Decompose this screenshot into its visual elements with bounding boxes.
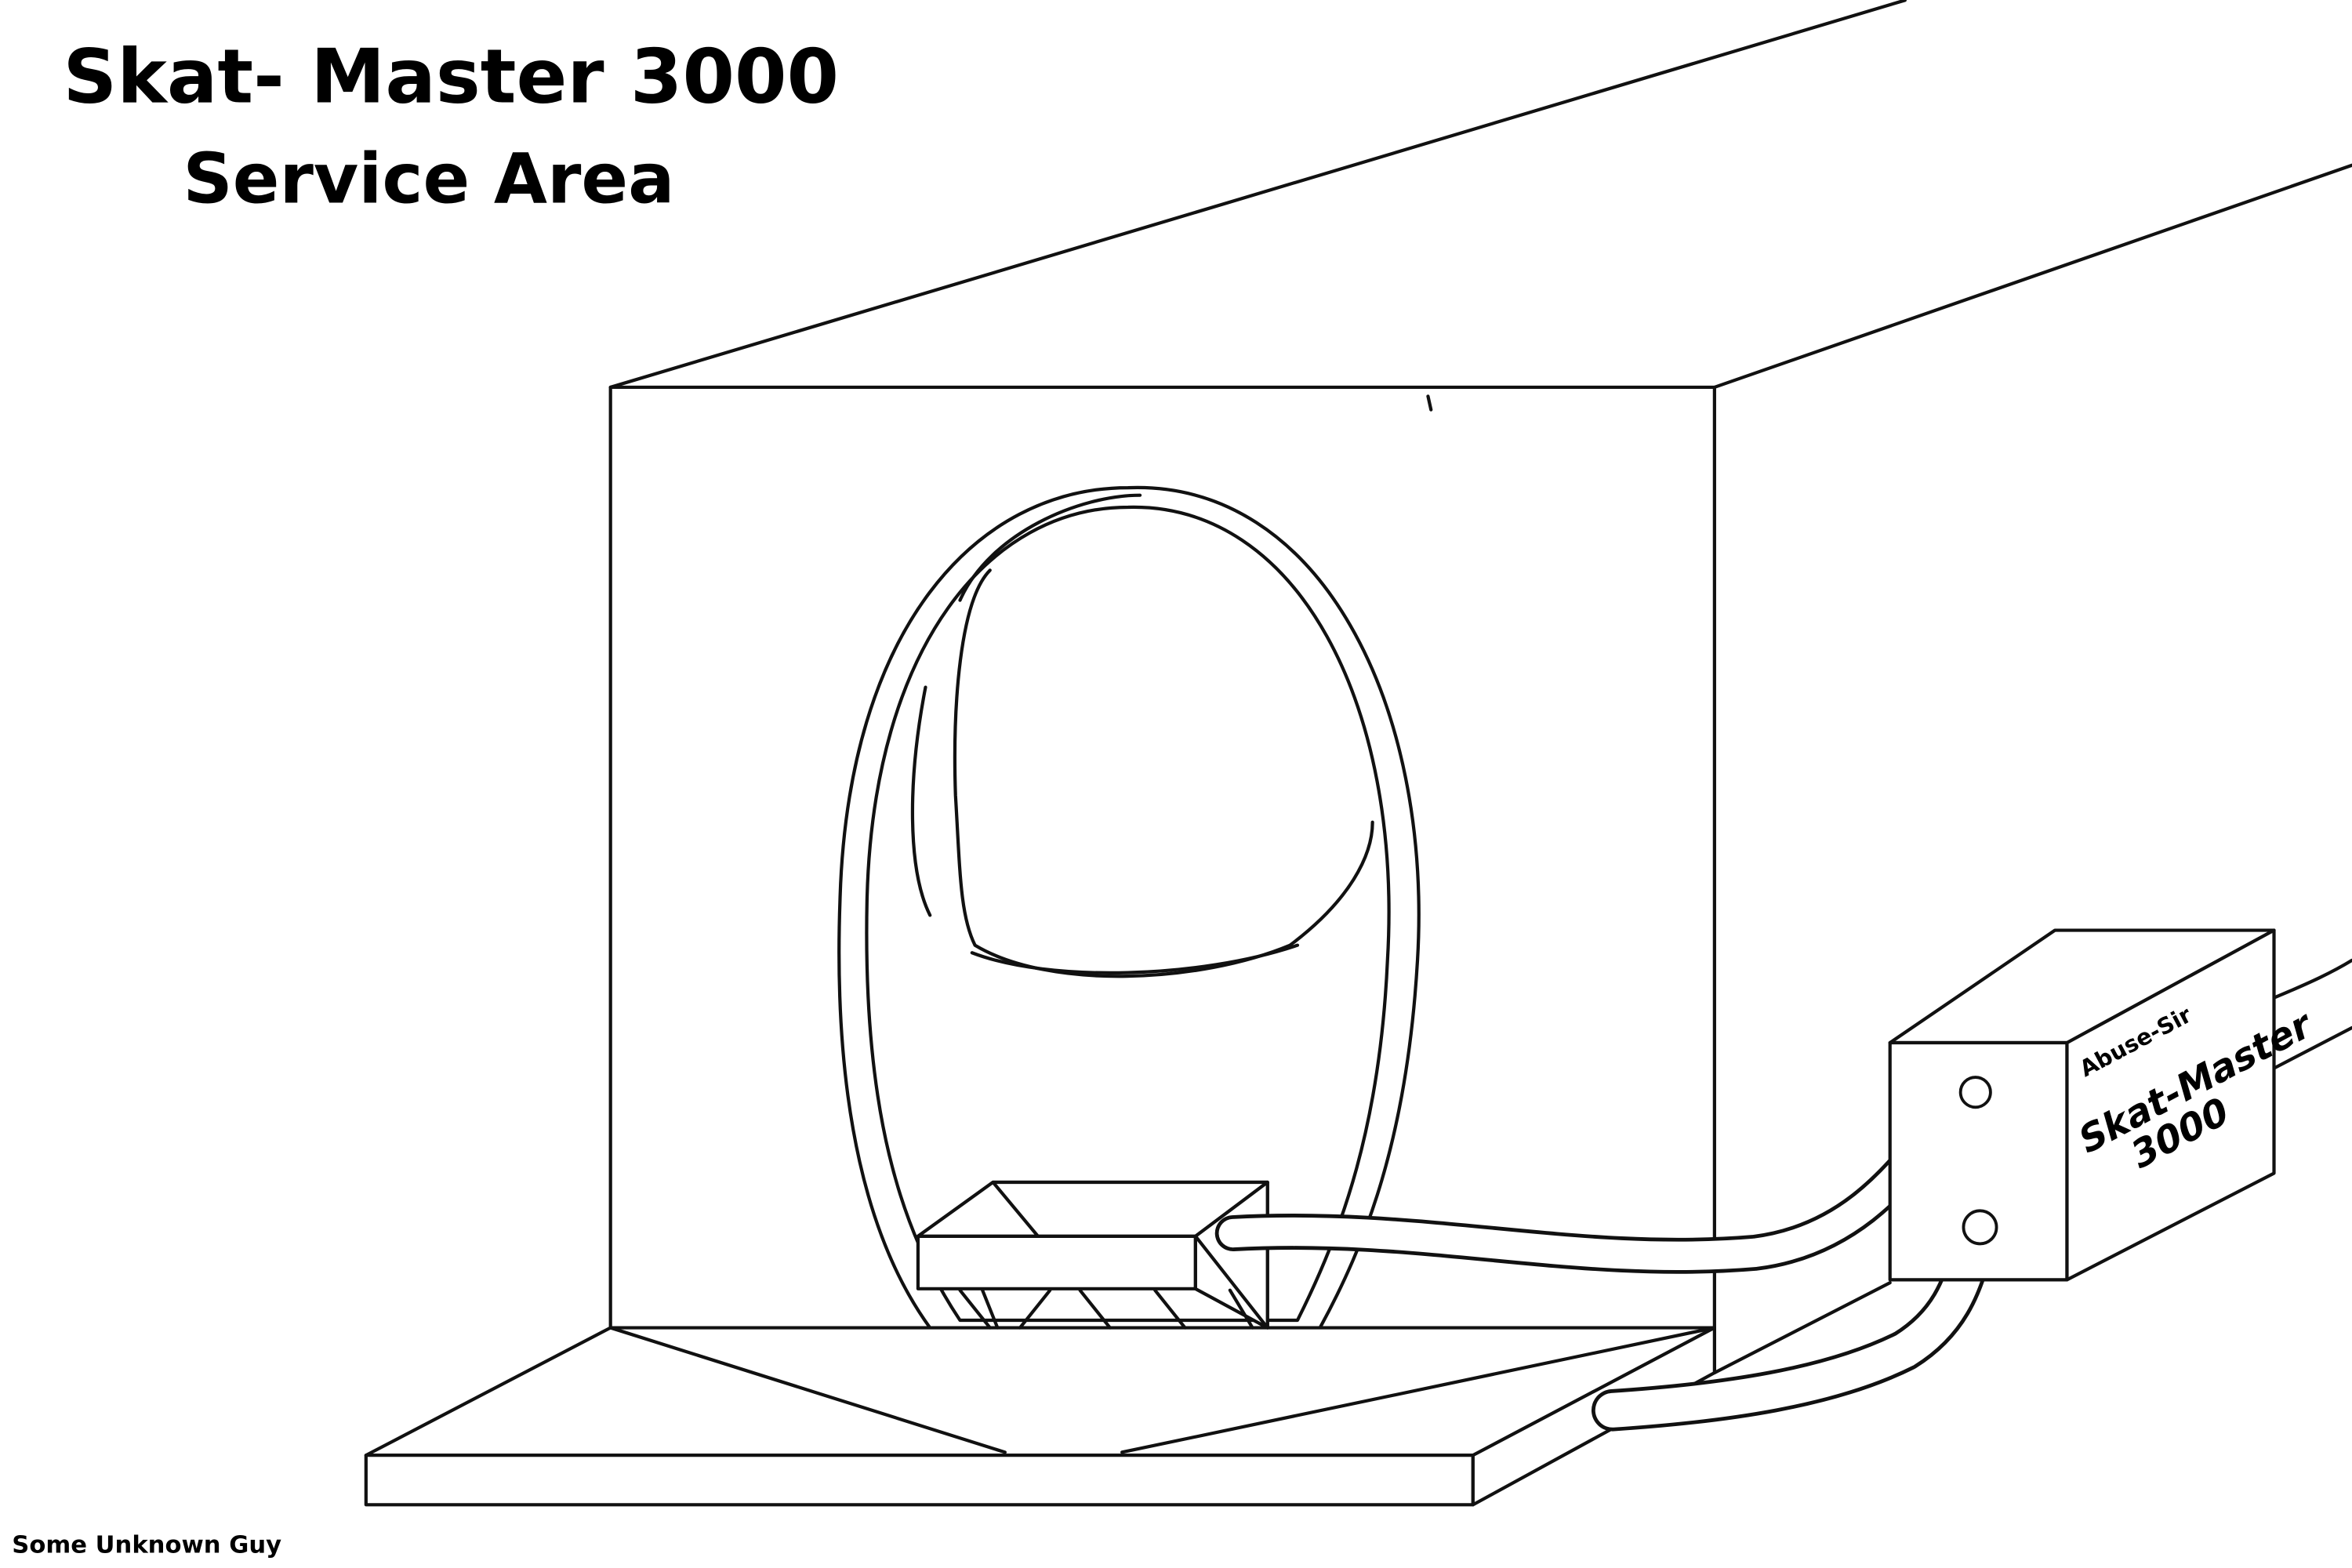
nozzle-unit <box>916 1180 1269 1330</box>
author-credit: Some Unknown Guy <box>12 1532 281 1559</box>
platform <box>364 1326 1716 1507</box>
enclosure-box <box>608 0 2352 1375</box>
title-line-2: Service Area <box>183 139 674 220</box>
control-box: Abuse-Sir Skat-Master 3000 <box>1888 928 2352 1282</box>
title-line-1: Skat- Master 3000 <box>63 32 839 120</box>
